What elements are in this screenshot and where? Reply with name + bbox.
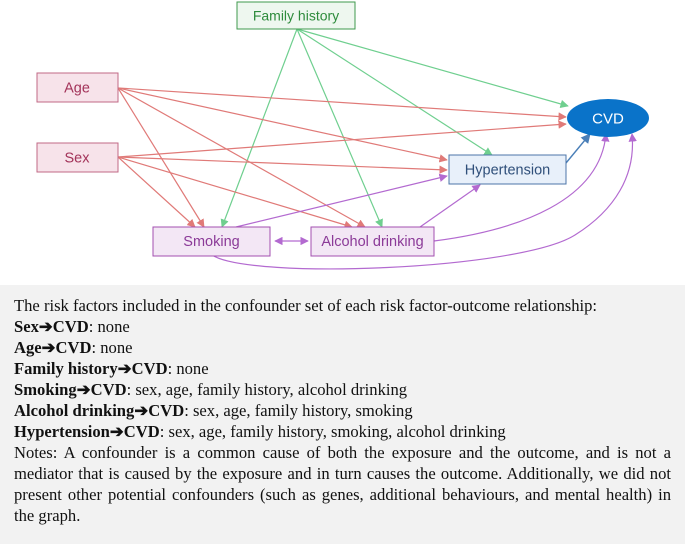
edge-sex-hypertension — [117, 156, 448, 174]
relation-value: : sex, age, family history, alcohol drin… — [126, 380, 408, 399]
relation-label: Alcohol drinking➔CVD — [14, 401, 185, 420]
edges-behaviour — [211, 133, 637, 270]
relation-label: Smoking➔CVD — [14, 380, 127, 399]
relation-value: : sex, age, family history, smoking, alc… — [159, 422, 506, 441]
edge-age-alcohol — [117, 87, 366, 228]
notes-intro: The risk factors included in the confoun… — [14, 296, 598, 315]
relation-hypertension-cvd: Hypertension➔CVD: sex, age, family histo… — [14, 421, 671, 442]
edges-sex — [117, 120, 567, 229]
edge-age-smoking — [117, 87, 205, 228]
edge-family-history-cvd — [296, 28, 569, 108]
edge-family-history-smoking — [220, 28, 298, 228]
relation-value: : none — [88, 317, 130, 336]
node-alcohol-drinking: Alcohol drinking — [310, 226, 435, 257]
notes-footnote: Notes: A confounder is a common cause of… — [14, 443, 671, 525]
relation-label: Hypertension➔CVD — [14, 422, 160, 441]
relation-value: : none — [91, 338, 133, 357]
edge-alcohol-cvd — [433, 133, 610, 242]
edge-family-history-alcohol — [296, 28, 383, 228]
relation-label: Age➔CVD — [14, 338, 92, 357]
svg-text:Smoking: Smoking — [183, 234, 239, 250]
svg-text:CVD: CVD — [592, 111, 624, 128]
edge-age-hypertension — [117, 87, 448, 163]
edge-sex-smoking — [117, 156, 196, 228]
node-smoking: Smoking — [152, 226, 271, 257]
edge-age-cvd — [117, 87, 567, 121]
edge-smoking-cvd — [211, 133, 637, 270]
relation-value: : sex, age, family history, smoking — [184, 401, 413, 420]
notes-panel: The risk factors included in the confoun… — [0, 285, 685, 544]
node-family-history: Family history — [236, 1, 356, 30]
dag-diagram: Family history Age Sex Smoking Alcohol d… — [36, 1, 649, 270]
node-hypertension: Hypertension — [448, 154, 567, 185]
edges-family-history — [220, 28, 569, 228]
edges-age — [117, 87, 567, 228]
node-cvd: CVD — [567, 99, 649, 137]
relation-sex-cvd: Sex➔CVD: none — [14, 316, 671, 337]
svg-text:Family history: Family history — [253, 8, 339, 24]
relation-smoking-cvd: Smoking➔CVD: sex, age, family history, a… — [14, 379, 671, 400]
svg-text:Sex: Sex — [65, 151, 91, 167]
svg-text:Age: Age — [64, 81, 90, 97]
edge-sex-alcohol — [117, 156, 353, 229]
relation-label: Family history➔CVD — [14, 359, 168, 378]
edge-sex-cvd — [117, 120, 567, 158]
edge-hypertension-cvd — [565, 133, 591, 164]
svg-text:Alcohol drinking: Alcohol drinking — [321, 234, 423, 250]
svg-text:Hypertension: Hypertension — [465, 163, 550, 179]
relation-value: : none — [167, 359, 209, 378]
relation-label: Sex➔CVD — [14, 317, 89, 336]
node-sex: Sex — [36, 142, 119, 173]
relation-age-cvd: Age➔CVD: none — [14, 337, 671, 358]
edge-smoking-hypertension — [235, 173, 448, 228]
relation-alcohol-cvd: Alcohol drinking➔CVD: sex, age, family h… — [14, 400, 671, 421]
edge-family-history-hypertension — [296, 28, 493, 156]
node-age: Age — [36, 72, 119, 103]
relation-family-history-cvd: Family history➔CVD: none — [14, 358, 671, 379]
edge-alcohol-hypertension — [419, 184, 481, 228]
